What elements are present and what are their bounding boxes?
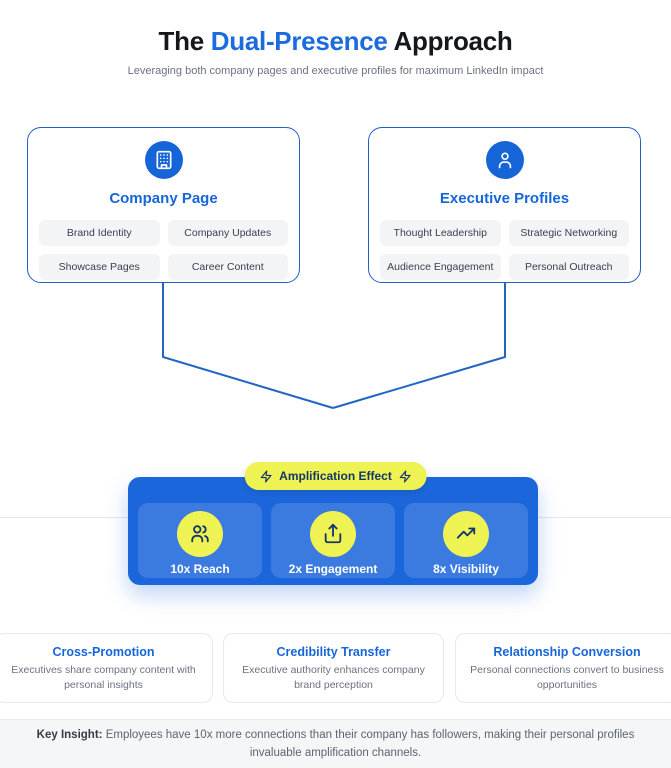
- tag-thought-leadership: Thought Leadership: [380, 220, 501, 246]
- benefit-description: Executives share company content with pe…: [11, 664, 196, 691]
- metric-engagement: 2x Engagement: [271, 503, 395, 578]
- lightning-icon: [260, 469, 272, 483]
- benefit-description: Personal connections convert to business…: [470, 664, 664, 691]
- metric-engagement-label: 2x Engagement: [288, 562, 378, 576]
- users-icon: [191, 525, 209, 543]
- tag-personal-outreach: Personal Outreach: [508, 254, 629, 280]
- tag-company-updates: Company Updates: [167, 220, 288, 246]
- key-insight-label: Key Insight:: [36, 729, 103, 742]
- benefit-relationship-conversion: Relationship Conversion Personal connect…: [455, 633, 671, 703]
- lightning-icon: [399, 469, 411, 483]
- engagement-icon-circle: [310, 511, 356, 557]
- benefit-description: Executive authority enhances company bra…: [242, 664, 425, 691]
- trending-up-icon: [456, 527, 476, 539]
- key-insight-bar: Key Insight: Employees have 10x more con…: [0, 719, 671, 768]
- tag-showcase-pages: Showcase Pages: [39, 254, 160, 280]
- metric-visibility: 8x Visibility: [404, 503, 528, 578]
- tag-audience-engagement: Audience Engagement: [380, 254, 501, 280]
- executive-icon-circle: [485, 141, 524, 179]
- metric-reach: 10x Reach: [138, 503, 262, 578]
- tag-career-content: Career Content: [167, 254, 288, 280]
- company-page-card: Company Page Brand Identity Company Upda…: [27, 127, 300, 283]
- benefit-title: Cross-Promotion: [52, 645, 155, 659]
- metric-reach-label: 10x Reach: [170, 562, 230, 576]
- amplification-badge-label: Amplification Effect: [279, 469, 392, 483]
- header: The Dual-Presence Approach Leveraging bo…: [0, 27, 671, 77]
- executive-tags: Thought Leadership Strategic Networking …: [369, 207, 640, 280]
- company-page-title: Company Page: [109, 190, 218, 207]
- benefit-cross-promotion: Cross-Promotion Executives share company…: [0, 633, 213, 703]
- title-highlight: Dual-Presence: [210, 26, 388, 56]
- page-title: The Dual-Presence Approach: [0, 27, 671, 56]
- amplification-badge: Amplification Effect: [244, 462, 427, 490]
- title-suffix: Approach: [387, 26, 513, 56]
- executive-profiles-card: Executive Profiles Thought Leadership St…: [368, 127, 641, 283]
- building-icon: [156, 150, 171, 170]
- visibility-icon-circle: [443, 511, 489, 557]
- key-insight-text: Key Insight: Employees have 10x more con…: [36, 729, 635, 759]
- metric-visibility-label: 8x Visibility: [433, 562, 499, 576]
- reach-icon-circle: [177, 511, 223, 557]
- person-icon: [498, 152, 511, 169]
- benefit-title: Credibility Transfer: [276, 645, 391, 659]
- tag-brand-identity: Brand Identity: [39, 220, 160, 246]
- benefit-title: Relationship Conversion: [493, 645, 641, 659]
- share-icon: [324, 523, 342, 544]
- amplification-metrics: 10x Reach 2x Engagement 8x Visibility: [138, 503, 528, 578]
- title-prefix: The: [158, 26, 211, 56]
- company-icon-circle: [144, 141, 183, 179]
- company-tags: Brand Identity Company Updates Showcase …: [28, 207, 299, 280]
- tag-strategic-networking: Strategic Networking: [508, 220, 629, 246]
- executive-profiles-title: Executive Profiles: [439, 190, 570, 207]
- funnel-connector: [162, 283, 506, 409]
- benefit-credibility-transfer: Credibility Transfer Executive authority…: [223, 633, 444, 703]
- page-subtitle: Leveraging both company pages and execut…: [127, 64, 544, 77]
